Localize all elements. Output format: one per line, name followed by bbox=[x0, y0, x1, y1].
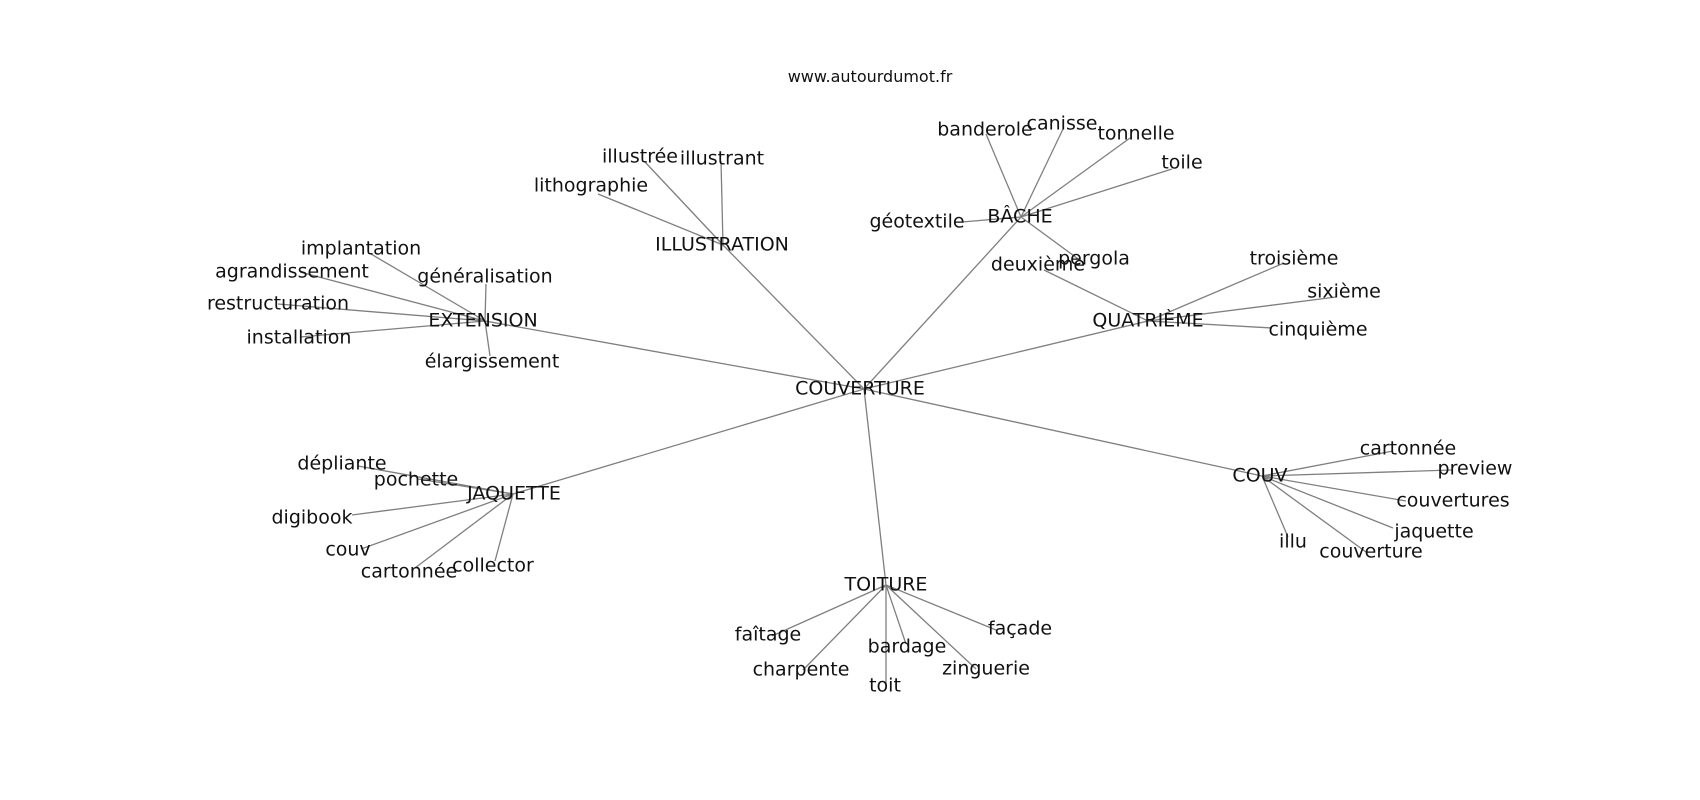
word-node-faitage: faîtage bbox=[735, 624, 801, 646]
hub-node-toiture: TOITURE bbox=[844, 574, 928, 596]
word-node-restructuration: restructuration bbox=[207, 293, 349, 315]
word-node-preview: preview bbox=[1438, 458, 1513, 480]
edge-couv-couv_couverture bbox=[1261, 475, 1367, 553]
edge-illustration-illustree bbox=[644, 161, 724, 246]
edge-bache-pergola bbox=[1020, 216, 1086, 265]
hub-node-quatrieme: QUATRIÈME bbox=[1092, 309, 1203, 332]
word-node-zinguerie: zinguerie bbox=[942, 658, 1030, 680]
edge-illustration-lithographie bbox=[597, 193, 724, 246]
word-node-illustree: illustrée bbox=[602, 146, 678, 168]
word-node-deuxieme: deuxième bbox=[991, 254, 1085, 276]
hub-node-bache: BÂCHE bbox=[987, 205, 1052, 228]
edge-couverture-toiture bbox=[863, 388, 887, 586]
word-node-toile: toile bbox=[1161, 152, 1202, 174]
word-node-installation: installation bbox=[247, 327, 352, 349]
nodes-layer: COUVERTURE EXTENSION ILLUSTRATION BÂCHE QUAT… bbox=[207, 113, 1512, 697]
edge-couv-couvertures bbox=[1261, 475, 1407, 502]
word-node-illustrant: illustrant bbox=[680, 148, 764, 170]
edge-jaquette-digibook bbox=[351, 493, 514, 516]
edge-toiture-zinguerie bbox=[885, 584, 977, 670]
word-node-agrandissement: agrandissement bbox=[215, 261, 369, 283]
edge-bache-tonnelle bbox=[1020, 137, 1131, 218]
word-node-canisse: canisse bbox=[1027, 113, 1098, 135]
edge-couverture-illustration bbox=[722, 244, 865, 390]
hub-node-couverture: COUVERTURE bbox=[795, 378, 925, 400]
edge-toiture-charpente bbox=[802, 584, 887, 671]
edge-quatrieme-sixieme bbox=[1147, 296, 1337, 322]
edge-jaquette-collector bbox=[494, 493, 514, 562]
word-node-implantation: implantation bbox=[301, 238, 421, 260]
word-node-troisieme: troisième bbox=[1250, 248, 1339, 270]
edge-jaquette-jaq_couv bbox=[360, 493, 514, 550]
edge-couv-couv_cartonnee bbox=[1261, 450, 1394, 477]
site-url: www.autourdumot.fr bbox=[788, 67, 953, 86]
edge-bache-geotextile bbox=[961, 216, 1022, 223]
word-node-jaq-cartonnee: cartonnée bbox=[361, 561, 457, 583]
word-node-pergola: pergola bbox=[1058, 248, 1130, 270]
edge-couverture-couv bbox=[863, 388, 1263, 477]
edge-illustration-illustrant bbox=[720, 160, 724, 246]
word-node-illu: illu bbox=[1279, 531, 1307, 553]
word-node-collector: collector bbox=[452, 555, 534, 577]
word-node-facade: façade bbox=[988, 618, 1052, 640]
edge-toiture-facade bbox=[885, 584, 997, 631]
edge-toiture-faitage bbox=[771, 584, 887, 637]
edge-extension-elargissement bbox=[484, 320, 491, 357]
word-node-sixieme: sixième bbox=[1307, 281, 1381, 303]
word-node-pochette: pochette bbox=[374, 469, 458, 491]
edge-extension-restructuration bbox=[277, 303, 486, 322]
edge-jaquette-jaq_cartonnee bbox=[414, 493, 514, 569]
hub-node-illustration: ILLUSTRATION bbox=[655, 234, 789, 256]
word-node-elargissement: élargissement bbox=[425, 351, 560, 373]
hub-node-couv: COUV bbox=[1232, 465, 1287, 487]
edge-bache-canisse bbox=[1020, 128, 1064, 218]
hub-node-jaquette: JAQUETTE bbox=[466, 483, 561, 505]
word-node-banderole: banderole bbox=[937, 119, 1032, 141]
word-node-jaq-couv: couv bbox=[325, 539, 370, 561]
word-node-tonnelle: tonnelle bbox=[1097, 123, 1174, 145]
edge-extension-installation bbox=[299, 320, 486, 338]
edge-bache-banderole bbox=[985, 133, 1022, 218]
edge-couv-couv_jaquette bbox=[1261, 475, 1394, 529]
word-node-couvertures: couvertures bbox=[1396, 490, 1509, 512]
edge-quatrieme-cinquieme bbox=[1147, 320, 1273, 329]
hub-node-extension: EXTENSION bbox=[428, 310, 537, 332]
edge-toiture-bardage bbox=[885, 584, 907, 645]
word-node-geotextile: géotextile bbox=[869, 211, 964, 233]
word-node-cinquieme: cinquième bbox=[1268, 319, 1367, 341]
word-node-couv-cartonnee: cartonnée bbox=[1360, 438, 1456, 460]
word-node-lithographie: lithographie bbox=[534, 175, 648, 197]
word-node-generalisation: généralisation bbox=[417, 266, 552, 288]
word-node-bardage: bardage bbox=[868, 636, 947, 658]
edge-jaquette-pochette bbox=[417, 478, 514, 495]
edge-extension-agrandissement bbox=[299, 271, 486, 322]
edges-layer bbox=[277, 128, 1453, 684]
edge-quatrieme-deuxieme bbox=[1043, 269, 1149, 322]
edge-couverture-bache bbox=[863, 216, 1022, 390]
word-node-toit: toit bbox=[869, 675, 901, 697]
word-node-couv-jaquette: jaquette bbox=[1393, 521, 1473, 543]
edge-extension-implantation bbox=[370, 253, 486, 322]
edge-couv-illu bbox=[1261, 475, 1289, 538]
word-node-depliante: dépliante bbox=[297, 453, 386, 475]
word-node-couv-couverture: couverture bbox=[1319, 541, 1422, 563]
word-node-digibook: digibook bbox=[272, 507, 353, 529]
edge-couverture-jaquette bbox=[512, 388, 865, 495]
edge-quatrieme-troisieme bbox=[1147, 262, 1285, 322]
edge-couverture-quatrieme bbox=[863, 320, 1149, 390]
edge-couv-preview bbox=[1261, 469, 1453, 477]
edge-couverture-extension bbox=[484, 320, 865, 390]
edge-bache-toile bbox=[1020, 168, 1173, 218]
edge-extension-generalisation bbox=[484, 283, 487, 322]
word-node-charpente: charpente bbox=[753, 659, 850, 681]
